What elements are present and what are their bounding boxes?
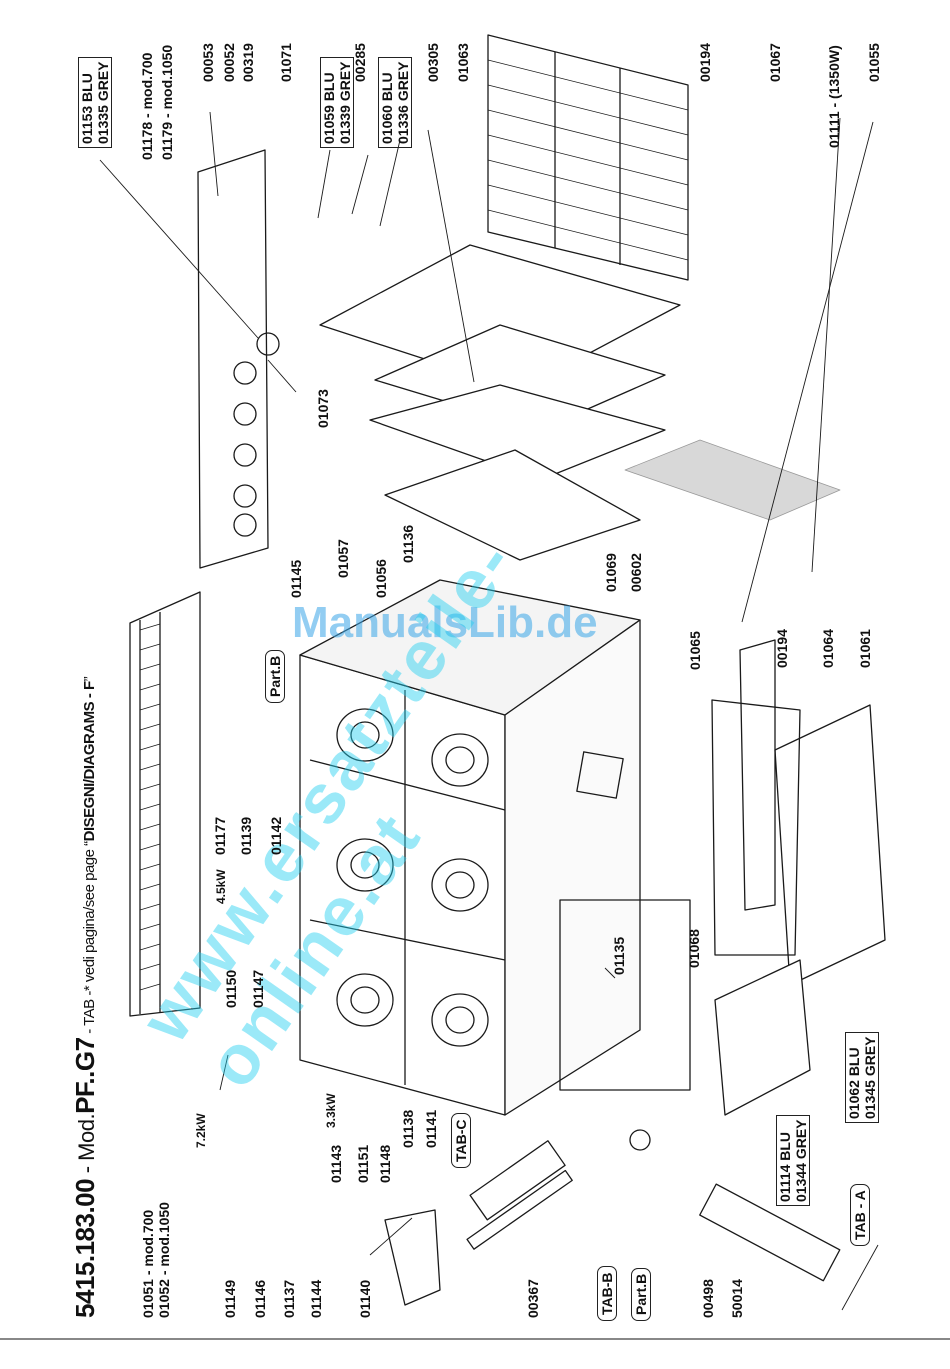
trim-strip [129,591,201,1017]
label-01071: 01071 [278,43,294,82]
label-01149: 01149 [222,1279,238,1318]
label-01178: 01178 - mod.700 [139,52,155,160]
label-01144: 01144 [308,1279,324,1318]
label-01057: 01057 [335,539,351,578]
tab-c-badge: TAB-C [451,1113,471,1168]
label-01056: 01056 [373,559,389,598]
part-b-badge-top: Part.B [265,649,285,703]
shade-panel [624,439,841,521]
label-50014: 50014 [729,1279,745,1318]
label-01138: 01138 [400,1109,416,1148]
part-b-badge-bottom: Part.B [631,1267,651,1321]
label-00498: 00498 [700,1279,716,1318]
label-01150: 01150 [223,969,239,1008]
oven-rack [487,34,689,281]
page-divider [0,1338,950,1340]
label-01145: 01145 [288,559,304,598]
label-00319: 00319 [240,43,256,82]
label-01055: 01055 [866,43,882,82]
label-00194-right: 00194 [774,629,790,668]
label-01179: 01179 - mod.1050 [159,44,175,160]
label-01136: 01136 [400,524,416,563]
label-01146: 01146 [252,1279,268,1318]
label-01142: 01142 [268,816,284,855]
label-01151: 01151 [355,1144,371,1183]
label-01140: 01140 [357,1279,373,1318]
label-00052: 00052 [221,43,237,82]
label-01073: 01073 [315,389,331,428]
label-01147: 01147 [250,969,266,1008]
label-01052: 01052 - mod.1050 [156,1202,172,1318]
label-00194-top: 00194 [697,43,713,82]
label-00367: 00367 [525,1279,541,1318]
label-01148: 01148 [377,1144,393,1183]
label-01111: 01111 - (1350W) [826,45,842,148]
label-01051: 01051 - mod.700 [140,1209,156,1318]
label-01065: 01065 [687,631,703,670]
label-01139: 01139 [238,816,254,855]
power-3-3kw: 3.3kW [324,1093,338,1128]
page-title: 5415.183.00 - Mod.PF..G7 - TAB -* vedi p… [70,676,100,1318]
label-01177: 01177 [212,816,228,855]
oven-plates [319,244,681,561]
valve-parts [384,1129,841,1306]
label-01063: 01063 [455,43,471,82]
power-7-2kw: 7.2kW [194,1113,208,1148]
burner-grates [336,708,489,1047]
power-4-5kw: 4.5kW [214,869,228,904]
label-01068: 01068 [686,929,702,968]
label-01064: 01064 [820,629,836,668]
label-00305: 00305 [425,43,441,82]
label-01135: 01135 [611,936,627,975]
tab-a-badge: TAB - A [850,1184,870,1246]
label-01067: 01067 [767,43,783,82]
tab-b-badge: TAB-B [597,1266,617,1321]
label-01061: 01061 [857,629,873,668]
label-00285: 00285 [352,43,368,82]
manualslib-watermark: ManualsLib.de [292,598,598,647]
label-01143: 01143 [328,1144,344,1183]
control-panel [197,149,280,569]
leader-lines [99,111,879,1311]
oven-doors [711,639,886,1116]
label-00053: 00053 [200,43,216,82]
label-01137: 01137 [281,1279,297,1318]
label-01069: 01069 [603,553,619,592]
label-00602: 00602 [628,553,644,592]
label-01141: 01141 [423,1109,439,1148]
